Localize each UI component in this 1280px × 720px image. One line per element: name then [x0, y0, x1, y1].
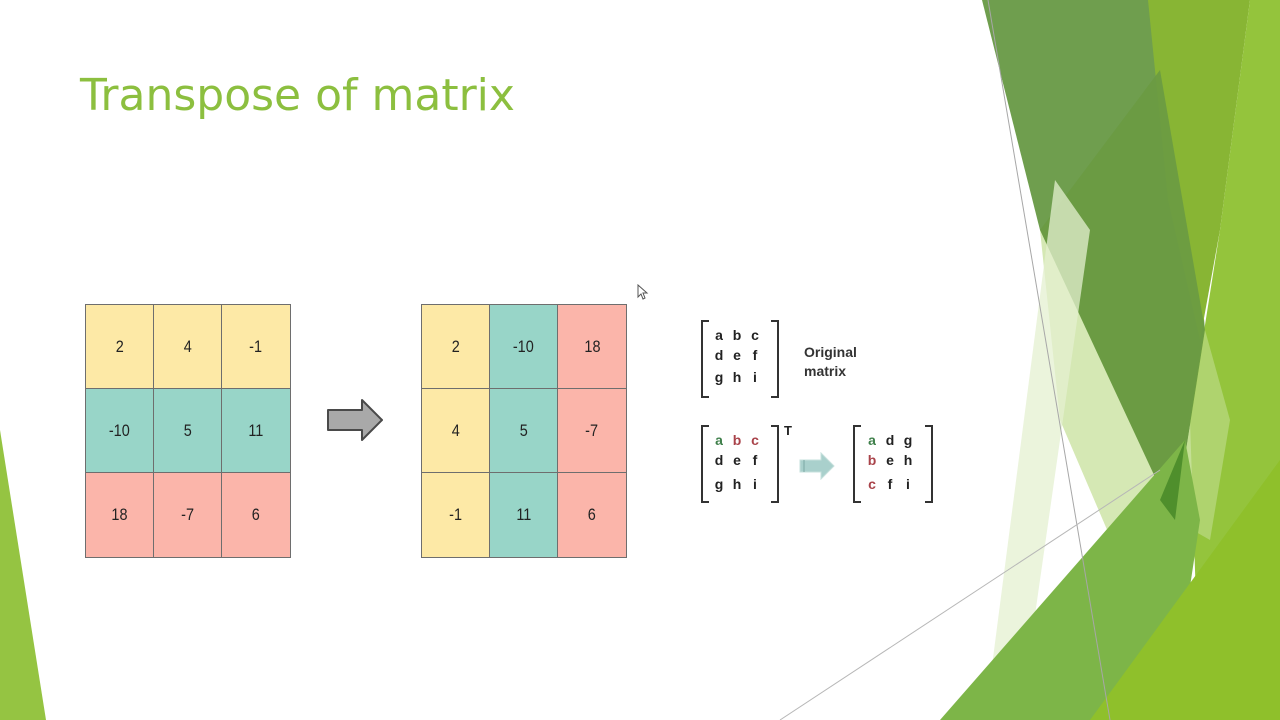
left-bracket: [701, 425, 709, 503]
matrix-cell: 11: [490, 473, 558, 557]
right-bracket: [925, 425, 933, 503]
matrix-cell: -7: [154, 473, 222, 557]
matrix-cell: 4: [422, 389, 490, 473]
matrix-cell: -10: [490, 305, 558, 389]
right-bracket: [771, 425, 779, 503]
matrix-cell: 2: [86, 305, 154, 389]
transpose-superscript: T: [784, 423, 792, 438]
matrix-cell: 18: [558, 305, 626, 389]
original-matrix-grid: 2 4 -1 -10 5 11 18 -7 6: [85, 304, 291, 558]
matrix-cell: 18: [86, 473, 154, 557]
matrix-cell: 5: [154, 389, 222, 473]
page-title: Transpose of matrix: [80, 70, 515, 121]
matrix-cell: -1: [422, 473, 490, 557]
original-matrix-label: Original matrix: [804, 344, 857, 379]
matrix-cell: -10: [86, 389, 154, 473]
matrix-cell: 5: [490, 389, 558, 473]
transposed-matrix-grid: 2 -10 18 4 5 -7 -1 11 6: [421, 304, 627, 558]
matrix-cell: 2: [422, 305, 490, 389]
matrix-cell: 11: [222, 389, 290, 473]
left-bracket: [701, 320, 709, 398]
matrix-cell: 4: [154, 305, 222, 389]
matrix-cell: -7: [558, 389, 626, 473]
right-bracket: [771, 320, 779, 398]
small-right-arrow-icon: [799, 452, 835, 480]
mouse-cursor-icon: [637, 284, 649, 300]
matrix-cell: 6: [558, 473, 626, 557]
right-arrow-icon: [327, 399, 383, 441]
left-bracket: [853, 425, 861, 503]
matrix-cell: -1: [222, 305, 290, 389]
matrix-cell: 6: [222, 473, 290, 557]
